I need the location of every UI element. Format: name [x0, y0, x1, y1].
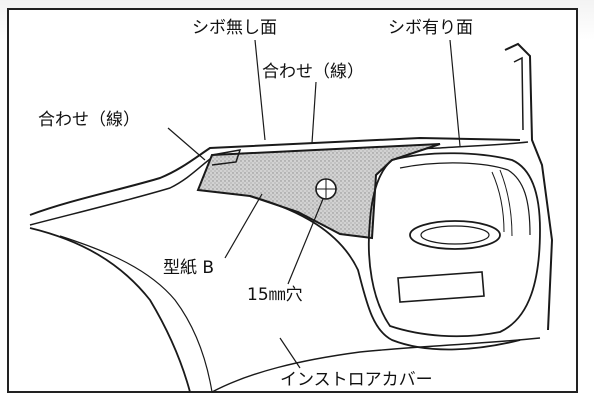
right-pillar-inner	[513, 56, 524, 131]
dashboard-top-outline	[29, 136, 521, 216]
leader-hole	[287, 198, 324, 285]
right-cover-panel	[367, 152, 541, 338]
oval-vent-inner	[420, 225, 490, 245]
template-b-notch	[211, 149, 242, 166]
right-cover-panel-inner	[399, 162, 531, 236]
dashboard-top-inner	[29, 147, 441, 226]
label-katagami-b: 型紙 B	[163, 258, 215, 278]
grained-surface-rim	[439, 141, 529, 149]
leader-awase-left	[167, 127, 206, 161]
right-vent-lines	[491, 169, 513, 237]
label-hole-15mm: 15㎜穴	[247, 285, 303, 305]
oval-vent	[409, 220, 501, 250]
leader-cover	[279, 337, 301, 369]
leader-katagami	[224, 193, 263, 259]
lower-cover-mid	[59, 235, 213, 393]
leader-awase-upper	[311, 81, 317, 144]
label-awase-sen-left: 合わせ（線）	[38, 110, 140, 130]
lower-cover-outer	[29, 227, 191, 393]
label-shibo-ari-men: シボ有り面	[388, 18, 473, 38]
right-pillar	[504, 42, 554, 331]
label-instrument-cover: インストロアカバー	[280, 370, 433, 390]
label-awase-sen-upper: 合わせ（線）	[262, 62, 364, 82]
label-shibo-nashi-men: シボ無し面	[192, 18, 277, 38]
leader-shibo-ari	[449, 39, 461, 147]
rect-vent	[397, 271, 485, 303]
leader-shibo-nashi	[254, 39, 266, 141]
lower-cover-curve	[249, 195, 521, 351]
lower-cover-bottom	[211, 337, 541, 393]
